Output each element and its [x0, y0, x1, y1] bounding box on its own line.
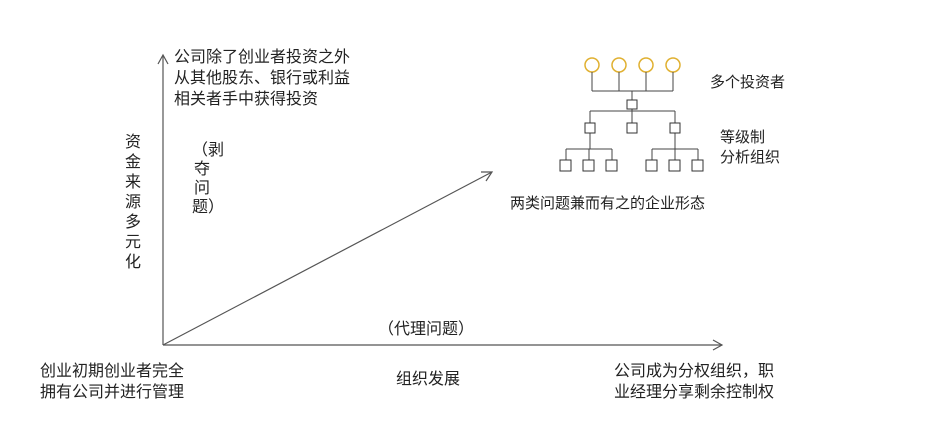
- org-box-leaf: [559, 159, 572, 172]
- x-axis-label: 组织发展: [396, 369, 461, 388]
- investor-circle: [584, 57, 600, 73]
- org-box-mid: [669, 122, 681, 134]
- y-axis-label: 资金来源多元化: [124, 132, 141, 271]
- org-chart-boxes: [559, 99, 704, 172]
- org-box-leaf: [582, 159, 595, 172]
- org-box-leaf: [668, 159, 681, 172]
- org-box-leaf: [645, 159, 658, 172]
- investors-group: [584, 57, 681, 73]
- org-chart-lines: [565, 72, 699, 160]
- org-box-mid: [626, 122, 638, 134]
- org-box-top: [626, 99, 638, 110]
- hierarchy-label: 等级制 分析组织: [720, 128, 781, 166]
- investor-circle: [611, 57, 627, 73]
- origin-note: 创业初期创业者完全 拥有公司并进行管理: [40, 361, 185, 401]
- y-axis-arrowhead: [157, 53, 169, 65]
- development-arrow: [162, 171, 493, 346]
- investor-circle: [665, 57, 681, 73]
- investors-label: 多个投资者: [710, 73, 786, 91]
- org-box-leaf: [605, 159, 618, 172]
- investor-circle: [638, 57, 654, 73]
- org-box-mid: [584, 122, 596, 134]
- exploitation-problem-label: （剥夺问题）: [192, 140, 225, 216]
- bottom-right-note: 公司成为分权组织，职 业经理分享剩余控制权: [614, 361, 775, 401]
- top-left-note: 公司除了创业者投资之外 从其他股东、银行或利益 相关者手中获得投资: [174, 47, 351, 108]
- x-axis-arrowhead: [712, 339, 724, 351]
- development-arrowhead: [481, 171, 494, 182]
- agency-problem-label: （代理问题）: [378, 319, 475, 338]
- combined-form-label: 两类问题兼而有之的企业形态: [510, 194, 706, 212]
- org-box-leaf: [691, 159, 704, 172]
